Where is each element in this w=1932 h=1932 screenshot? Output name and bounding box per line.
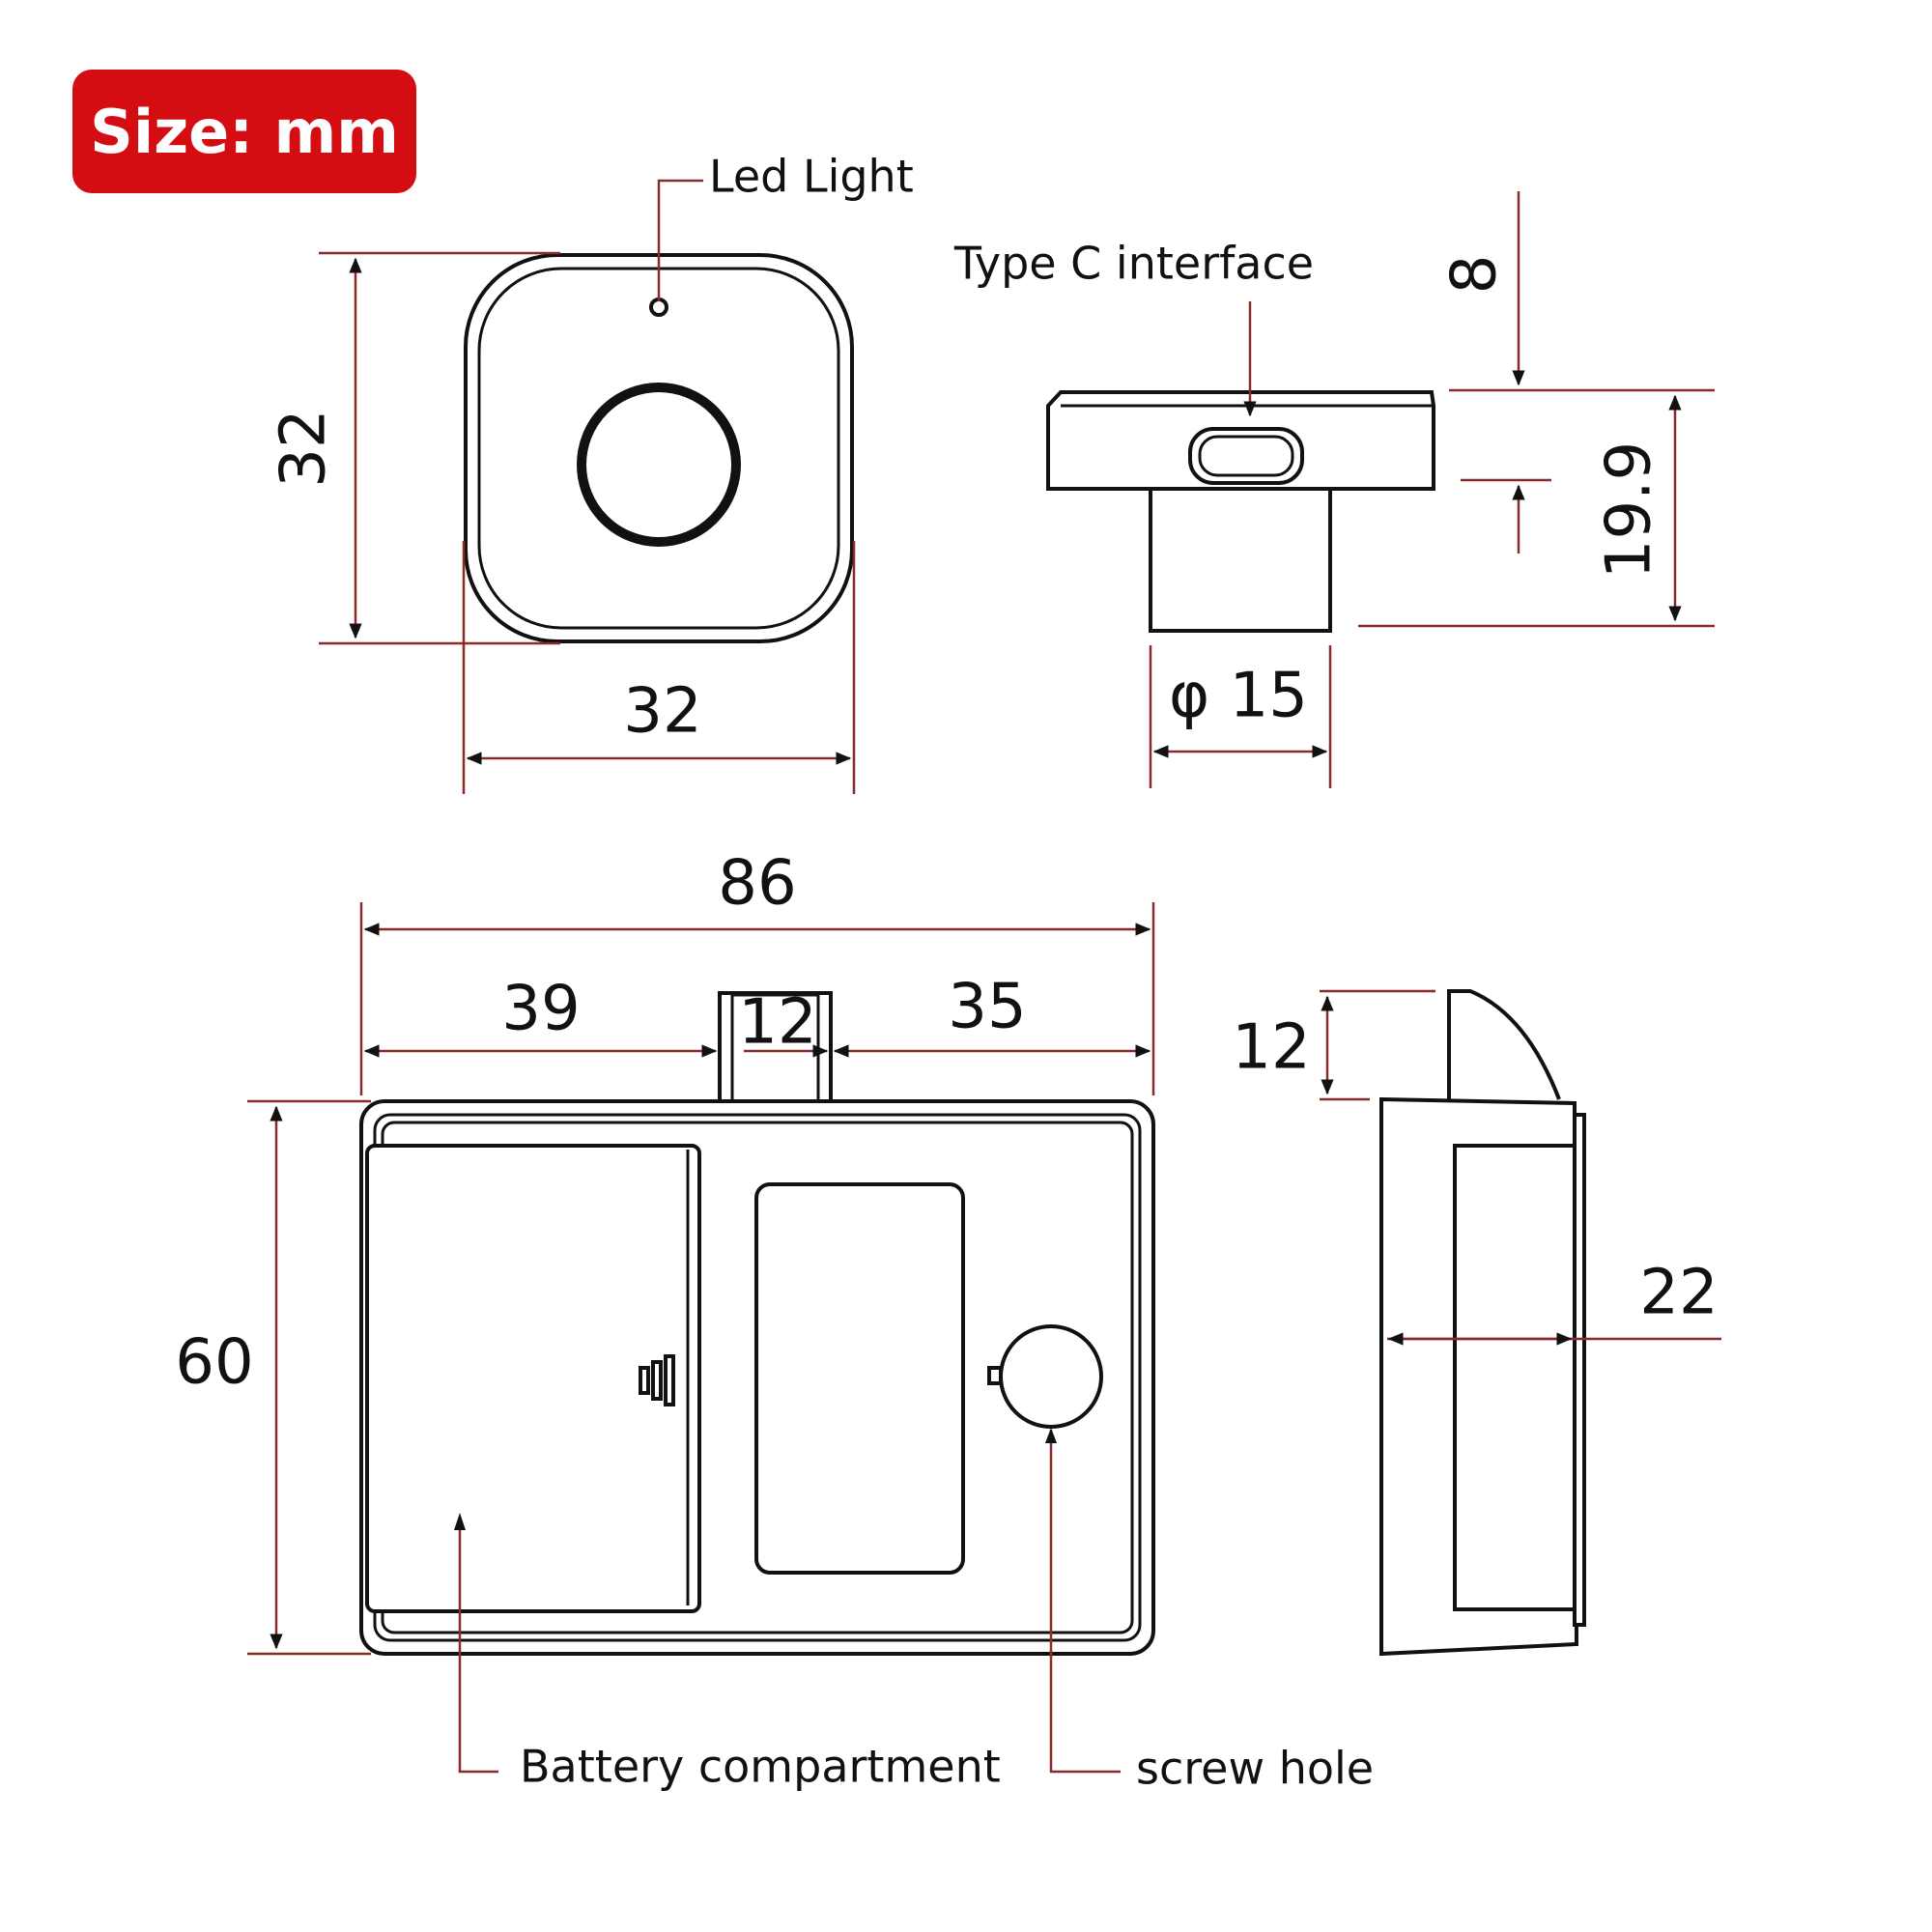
latch-profile <box>1447 989 1561 1101</box>
body-front-view: 86 39 12 35 60 Battery compartment screw… <box>175 848 1374 1795</box>
battery-compartment <box>365 1144 701 1613</box>
screw-hole-leader-arrowhead <box>1045 1428 1057 1443</box>
body-depth-value: 22 <box>1639 1258 1718 1329</box>
latch-height-value: 12 <box>1232 1012 1310 1084</box>
battery-contact-1 <box>639 1366 650 1395</box>
screw-hole-notch <box>987 1366 1003 1385</box>
center-window <box>754 1182 965 1575</box>
side-total-value: 19.9 <box>1594 441 1665 580</box>
led-light-leader <box>657 179 703 301</box>
fingerprint-sensor-ring <box>577 383 741 547</box>
screw-hole <box>999 1324 1103 1429</box>
side-view: Type C interface 8 19.9 φ 15 <box>953 191 1715 788</box>
front-height-value: 32 <box>269 409 340 487</box>
size-unit-badge: Size: mm <box>72 70 416 193</box>
screw-hole-leader <box>1049 1430 1121 1774</box>
side-stem-outline <box>1149 487 1332 633</box>
body-width-value: 86 <box>718 848 796 920</box>
battery-label: Battery compartment <box>520 1741 1001 1793</box>
side-top-value: 8 <box>1439 255 1511 295</box>
front-view: Led Light 32 32 <box>269 151 914 794</box>
front-width-value: 32 <box>623 676 701 748</box>
tab-width-value: 12 <box>738 987 816 1059</box>
body-side-lip <box>1573 1113 1586 1627</box>
body-side-inner <box>1453 1144 1580 1611</box>
battery-leader-arrowhead <box>454 1513 466 1530</box>
type-c-port-inner <box>1198 435 1294 477</box>
battery-leader <box>458 1517 498 1774</box>
screw-hole-label: screw hole <box>1136 1743 1374 1795</box>
body-side-view: 12 22 <box>1232 989 1721 1657</box>
left-offset-value: 39 <box>501 974 580 1045</box>
diameter-value: φ 15 <box>1169 661 1308 732</box>
right-offset-value: 35 <box>948 972 1026 1043</box>
type-c-label: Type C interface <box>953 238 1314 290</box>
led-light-label: Led Light <box>709 151 914 203</box>
battery-contact-2 <box>651 1360 663 1401</box>
body-height-value: 60 <box>175 1327 253 1399</box>
led-light-dot <box>649 298 668 317</box>
battery-contact-3 <box>664 1354 675 1406</box>
type-c-port <box>1188 427 1304 485</box>
